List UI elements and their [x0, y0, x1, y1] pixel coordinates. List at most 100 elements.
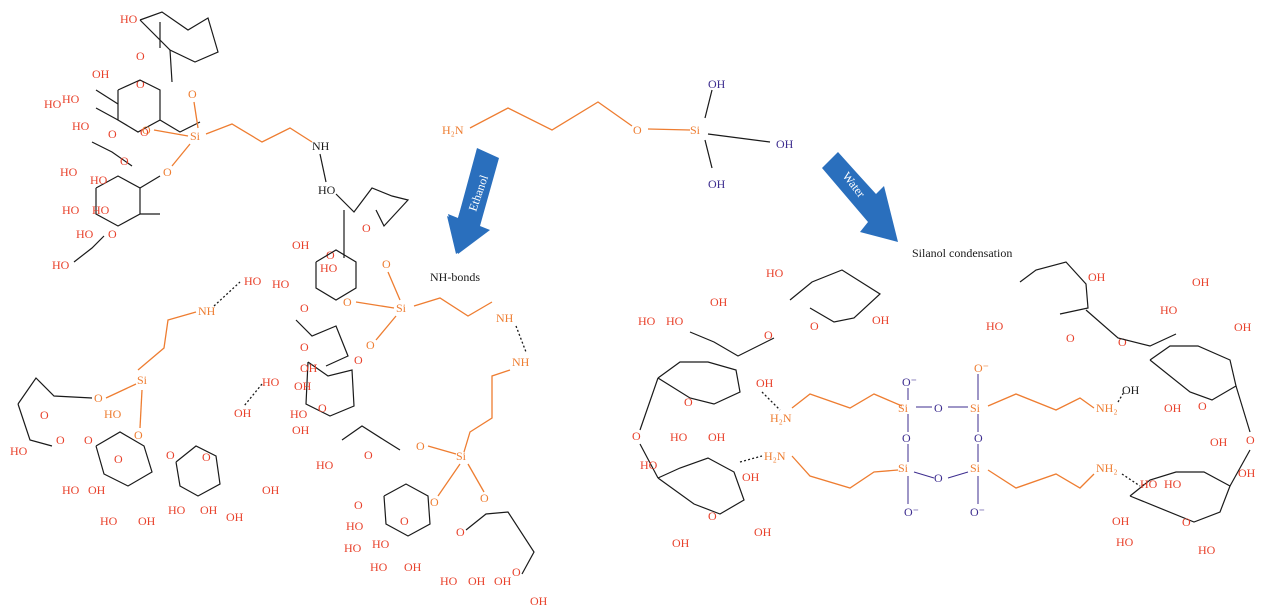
ring-o-label: O	[1246, 433, 1255, 447]
ring-o-label: O	[40, 408, 49, 422]
oh-label: OH	[530, 594, 548, 605]
ring-o-label: O	[136, 77, 145, 91]
ho-label: HO	[316, 458, 334, 472]
ho-label: HO	[1164, 477, 1182, 491]
oh-label: OH	[300, 361, 318, 375]
oh-label: OH	[138, 514, 156, 528]
ring-o-label: O	[202, 450, 211, 464]
si-label: Si	[396, 301, 407, 315]
ring-o-label: O	[318, 401, 327, 415]
ho-label: HO	[62, 92, 80, 106]
ho-label: HO	[766, 266, 784, 280]
ring-o-label: O	[684, 395, 693, 409]
ho-label: HO	[670, 430, 688, 444]
o-minus-label: O⁻	[970, 505, 985, 519]
ho-label: HO	[100, 514, 118, 528]
ho-label: HO	[372, 537, 390, 551]
nh-bonds-caption: NH-bonds	[430, 270, 480, 284]
o-minus-label: O⁻	[902, 375, 917, 389]
ring-o-label: O	[364, 448, 373, 462]
o-minus-label: O⁻	[974, 361, 989, 375]
water-product-network: HO O OH O OH HO HO O OH O HO OH HO OH O …	[632, 261, 1256, 557]
ho-label: HO	[62, 483, 80, 497]
oh-label: OH	[872, 313, 890, 327]
oh-label: OH	[262, 483, 280, 497]
nh-label: NH	[512, 355, 530, 369]
nh-label: NH	[496, 311, 514, 325]
ho-label: HO	[346, 519, 364, 533]
h2n-label: H₂N	[442, 123, 464, 137]
si-label: Si	[970, 461, 981, 475]
oh-label: OH	[200, 503, 218, 517]
water-arrow: Water	[822, 152, 898, 242]
ring-o-label: O	[1066, 331, 1075, 345]
ho-label: HO	[344, 541, 362, 555]
ring-o-label: O	[354, 498, 363, 512]
ring-o-label: O	[108, 127, 117, 141]
ho-label: HO	[1140, 477, 1158, 491]
si-label: Si	[137, 373, 148, 387]
ho-label: HO	[290, 407, 308, 421]
si-label: Si	[690, 123, 701, 137]
ring-o-label: O	[708, 509, 717, 523]
silanol-condensation-caption: Silanol condensation	[912, 246, 1012, 260]
ho-label: HO	[370, 560, 388, 574]
ho-label: HO	[72, 119, 90, 133]
ring-o-label: O	[512, 565, 521, 579]
h2n-label: H₂N	[770, 411, 792, 425]
ring-o-label: O	[120, 154, 129, 168]
oh-label: OH	[710, 295, 728, 309]
bridge-o-label: O	[934, 471, 943, 485]
ring-o-label: O	[1182, 515, 1191, 529]
linker-o-label: O	[188, 87, 197, 101]
oh-label: OH	[92, 67, 110, 81]
oh-label: OH	[1238, 466, 1256, 480]
oh-label: OH	[88, 483, 106, 497]
ho-label: HO	[272, 277, 290, 291]
ho-label: HO	[638, 314, 656, 328]
ho-label: HO	[640, 458, 658, 472]
oh-label: OH	[1164, 401, 1182, 415]
linker-o-label: O	[134, 428, 143, 442]
ring-o-label: O	[362, 221, 371, 235]
oh-label: OH	[1192, 275, 1210, 289]
ring-o-label: O	[108, 227, 117, 241]
ho-label: HO	[76, 227, 94, 241]
ring-o-label: O	[764, 328, 773, 342]
ring-o-label: O	[56, 433, 65, 447]
oh-label: OH	[226, 510, 244, 524]
oh-label: OH	[294, 379, 312, 393]
ring-o-label: O	[114, 452, 123, 466]
oh-label: OH	[754, 525, 772, 539]
ho-label: HO	[10, 444, 28, 458]
oh-label: OH	[494, 574, 512, 588]
ho-label: HO	[1198, 543, 1216, 557]
ethanol-product-network: HO O O OH HO HO HO O O O HO HO HO HO HO …	[10, 11, 548, 605]
ring-o-label: O	[1118, 335, 1127, 349]
ho-label: HO	[440, 574, 458, 588]
nh2-label: NH₂	[1096, 401, 1118, 415]
ring-o-label: O	[456, 525, 465, 539]
ether-o-label: O	[633, 123, 642, 137]
oh-label: OH	[292, 238, 310, 252]
ho-label: HO	[92, 203, 110, 217]
si-label: Si	[190, 129, 201, 143]
linker-o-label: O	[480, 491, 489, 505]
ring-o-label: O	[632, 429, 641, 443]
ho-label: HO	[1116, 535, 1134, 549]
linker-o-label: O	[382, 257, 391, 271]
linker-o-label: O	[94, 391, 103, 405]
silane-precursor: H₂N O Si OH OH OH	[442, 77, 794, 191]
si-label: Si	[456, 449, 467, 463]
nh2-label: NH₂	[1096, 461, 1118, 475]
ho-label: HO	[60, 165, 78, 179]
linker-o-label: O	[416, 439, 425, 453]
oh-label: OH	[292, 423, 310, 437]
ring-o-label: O	[400, 514, 409, 528]
ho-label: HO	[168, 503, 186, 517]
ring-o-label: O	[140, 125, 149, 139]
oh-label: OH	[1234, 320, 1252, 334]
oh-label: OH	[1112, 514, 1130, 528]
h2n-label: H₂N	[764, 449, 786, 463]
oh-label: OH	[742, 470, 760, 484]
